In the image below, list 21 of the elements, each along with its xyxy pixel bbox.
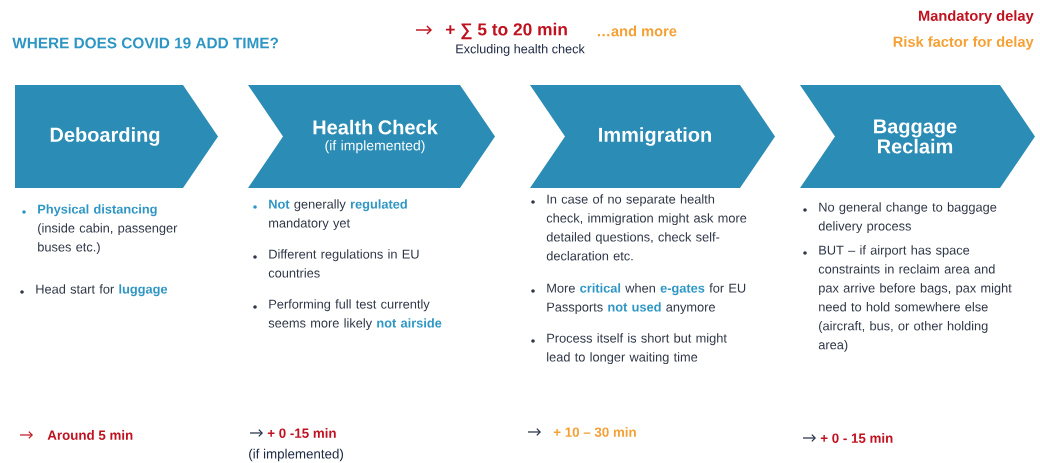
bullet-text: BUT – if airport has space constraints in reclaim area and pax arrive before bags, pax might need to hold somewhere else (aircraft, bus, or other holding area) [818,245,1012,352]
bullet-text: In case of no separate health check, immigration might ask more detailed questions, check self-declaration etc. [546,194,747,261]
delay-label: + 0 - 15 min [820,433,893,443]
heading: WHERE DOES COVID 19 ADD TIME? [12,37,279,49]
bullet-text: Performing full test currently seems more likely not airside [268,299,442,331]
delay-label: Around 5 min [47,430,133,440]
note-label: (if implemented) [249,448,343,462]
delay-label: + 10 – 30 min [553,427,636,437]
bullet-text: Not generally regulated mandatory yet [269,199,407,231]
bullet-text: More critical when e-gates for EU Passports not used anymore [547,283,746,315]
bullet-text: Process itself is short but might lead to longer waiting time [547,333,727,365]
delay-label: + 0 -15 min [267,428,336,438]
legend-entry: Mandatory delay [919,10,1034,24]
bullet-text: No general change to baggage delivery process [818,202,997,234]
note-label: Excluding health check [456,44,585,56]
legend-entry: Risk factor for delay [893,36,1034,50]
delay-note: …and more [597,25,677,37]
bullet-text: Physical distancing (inside cabin, passenger buses etc.) [38,204,178,255]
bullet-text: Head start for luggage [36,284,168,297]
bullet-text: Different regulations in EU countries [268,249,419,278]
delay-total-label: + ∑ 5 to 20 min [446,22,567,40]
